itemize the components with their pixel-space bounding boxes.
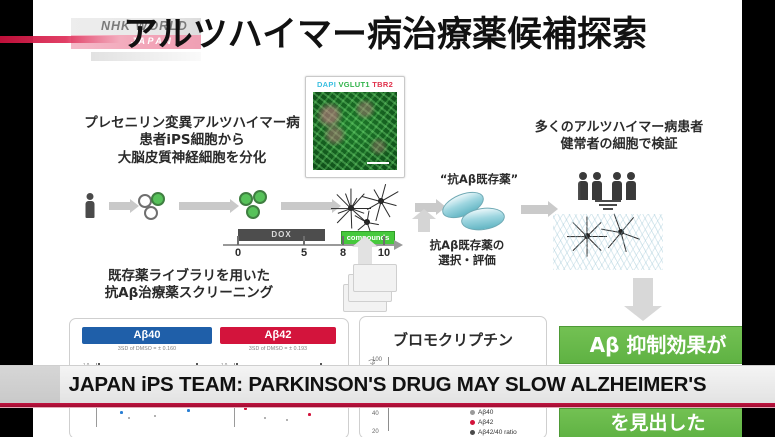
cell [144,206,158,220]
cell [151,192,165,206]
legend-label: Aβ40 [478,409,494,416]
bromocriptine-title: ブロモクリプチン [392,331,513,349]
cell [246,205,260,219]
ab42-title: Aβ42 [264,329,292,341]
existing-drug-label: “抗Aβ既存薬” [439,172,519,186]
data-point [120,411,123,414]
header-red-streak [0,36,120,43]
ticker-left-block [0,366,60,404]
screening-caption: 既存薬ライブラリを用いた 抗Aβ治療薬スクリーニング [104,268,274,302]
cohort-fade-overlay [560,172,656,202]
legend-item-ab40: Aβ40 [470,409,493,416]
result-banner-line1: Aβ 抑制効果が [559,326,742,364]
y-tick-label: 100 [372,357,383,363]
logo-band-upper [71,18,201,35]
assay-plate-stack [343,260,397,312]
legend-label: Aβ42 [478,419,494,426]
timeline-tick-label: 8 [339,247,347,259]
cell [239,192,253,206]
news-ticker: JAPAN iPS TEAM: PARKINSON'S DRUG MAY SLO… [0,365,775,404]
timeline-axis: 0 5 8 10 [223,236,403,259]
logo-text-japan: JAPAN [131,36,174,46]
timeline-tick [383,236,385,245]
ab40-header: Aβ40 [82,327,212,344]
legend-marker [470,409,475,415]
y-tick-label: 1.0 [83,362,89,367]
microscopy-image [313,92,397,170]
patient-head [86,193,94,200]
data-point [187,409,190,412]
data-point [264,417,266,419]
scale-bar [367,161,389,164]
flow-arrow-2 [179,199,239,213]
ips-cell-cluster-2 [239,190,273,222]
ab40-subtitle: 3SD of DMSO = ± 0.160 [117,346,177,352]
cell [253,190,267,204]
data-point [128,417,130,419]
legend-label: Aβ42/40 ratio [478,429,517,436]
neuron-cluster [331,184,403,236]
result-text-2: を見出した [610,412,706,434]
logo-ghost-strip [91,52,201,61]
neuron-field-texture [553,214,663,270]
letterbox-bar-right [742,0,775,437]
ticker-headline: JAPAN iPS TEAM: PARKINSON'S DRUG MAY SLO… [68,373,707,396]
flow-arrow-5 [521,201,558,217]
data-point [154,415,156,417]
timeline-tick-label: 0 [234,247,242,259]
flow-arrow-4 [415,199,446,215]
ab42-header: Aβ42 [220,327,336,344]
right-caption: 多くのアルツハイマー病患者 健常者の細胞で検証 [534,120,704,152]
y-tick-label: 20 [372,429,379,435]
legend-item-ratio: Aβ42/40 ratio [470,429,517,436]
legend-marker [470,419,475,425]
timeline-tick [237,236,239,245]
legend-marker [470,429,475,435]
result-down-arrow [624,278,662,321]
evaluation-up-arrow [412,209,436,232]
result-banner-line2: を見出した [559,408,742,437]
patient-body [85,201,95,218]
logo-text-nhk-world: NHK WORLD [101,19,188,33]
data-point [286,419,288,421]
data-point [308,413,311,416]
timeline-tick-label: 10 [377,247,391,259]
timeline-tick-label: 5 [300,247,308,259]
result-text-1: Aβ 抑制効果が [589,333,727,357]
timeline-tick [342,236,344,245]
ips-cell-cluster-1 [138,192,172,224]
chevron-down-icon [595,200,621,214]
microscopy-panel: DAPI VGLUT1 TBR2 [305,76,405,178]
assay-plate [353,264,397,292]
compound-application-arrow [352,236,378,264]
dox-treatment-bar: DOX [238,229,325,241]
legend-item-ab42: Aβ42 [470,419,493,426]
channel-label-vglut1: VGLUT1 [338,80,370,89]
page-title: アルツハイマー病治療薬候補探索 [123,15,647,55]
flow-arrow-3 [281,199,341,213]
evaluation-caption: 抗Aβ既存薬の 選択・評価 [429,238,505,267]
ab42-subtitle: 3SD of DMSO = ± 0.193 [248,346,308,352]
microscopy-channel-labels: DAPI VGLUT1 TBR2 [306,80,404,89]
channel-label-dapi: DAPI [316,80,337,89]
flow-arrow-1 [109,199,139,213]
patient-icon [81,193,99,219]
ticker-accent-rule-light [0,407,775,408]
left-caption: プレセニリン変異アルツハイマー病 患者iPS細胞から 大脳皮質神経細胞を分化 [84,115,300,166]
validation-neuron-field [553,213,663,270]
dox-label: DOX [271,230,292,239]
timeline-tick [303,236,305,245]
channel-label-tbr2: TBR2 [372,80,394,89]
ticker-accent-rule [0,403,775,407]
pill-illustration [438,186,513,238]
y-tick-label: 40 [372,411,379,417]
data-point [244,407,247,410]
ab40-title: Aβ40 [133,329,161,341]
letterbox-bar-left [0,0,33,437]
y-tick-label: 1.0 [221,362,227,367]
